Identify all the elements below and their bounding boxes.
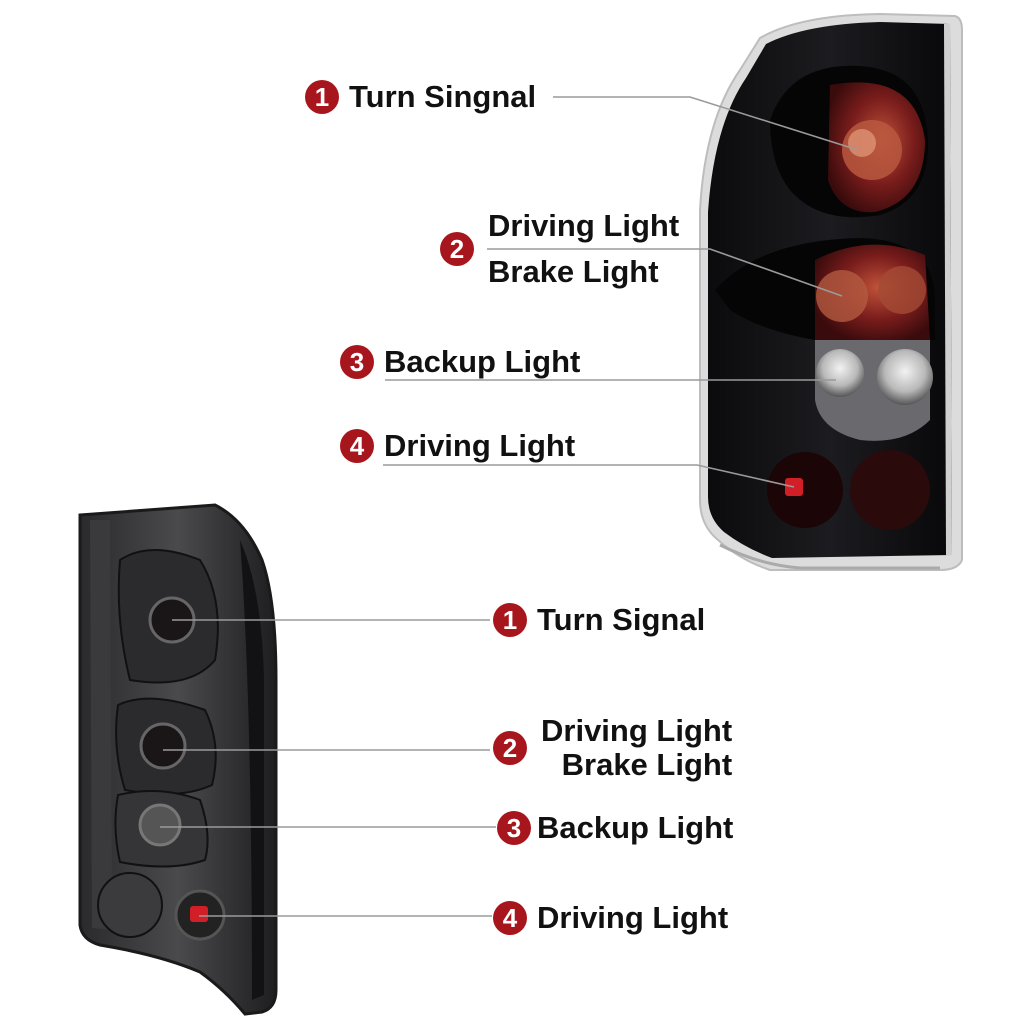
callout-label: Backup Light [384,344,581,379]
leader-lines [160,96,859,917]
number-badge: 4 [493,901,527,935]
number-badge: 1 [493,603,527,637]
number-badge: 3 [497,811,531,845]
callout-label: Turn Signal [537,602,706,637]
front-callout-2: 2 Driving Light Brake Light [440,203,679,295]
number-badge: 3 [340,345,374,379]
leader-line-front-2 [487,248,843,297]
callout-label: Driving Light [537,900,729,935]
callout-label-group: Driving Light Brake Light [488,203,679,295]
callout-label: Backup Light [537,810,734,845]
back-callout-1: 1 Turn Signal [493,602,705,638]
callout-label: Driving Light [384,428,576,463]
front-callout-1: 1 Turn Singnal [305,79,536,115]
callout-label-line-2: Brake Light [488,254,659,289]
number-badge: 2 [440,232,474,266]
leader-line-front-4 [383,464,795,488]
leader-line-front-1 [553,96,859,151]
back-callout-2: 2 Driving Light Brake Light [493,714,732,782]
front-callout-4: 4 Driving Light [340,428,575,464]
callout-label: Turn Singnal [349,79,537,114]
number-badge: 2 [493,731,527,765]
number-badge: 1 [305,80,339,114]
tail-lamp-back-view [78,503,278,1016]
front-callout-3: 3 Backup Light [340,344,580,380]
back-callout-4: 4 Driving Light [493,900,728,936]
callout-label-group: Driving Light Brake Light [541,714,732,782]
back-callout-3: 3 Backup Light [497,810,733,846]
tail-lamp-front-view [699,12,963,571]
callout-label-line-2: Brake Light [561,747,733,782]
number-badge: 4 [340,429,374,463]
callout-label-line-1: Driving Light [488,208,680,243]
callout-label-line-1: Driving Light [541,713,733,748]
